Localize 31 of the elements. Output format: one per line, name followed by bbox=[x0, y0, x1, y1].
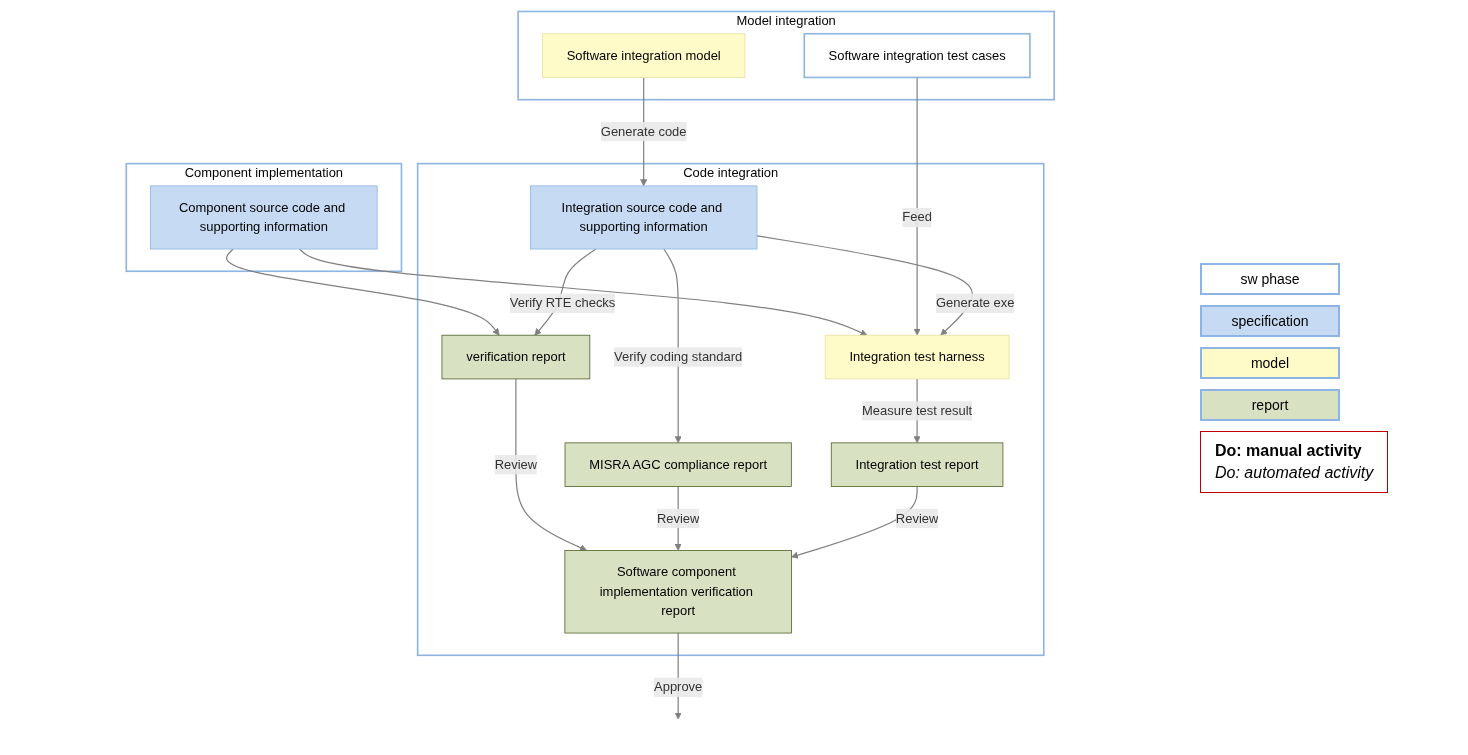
node-box: Software integration test cases bbox=[803, 32, 1031, 79]
edge-label: Measure test result bbox=[861, 403, 972, 418]
arrow bbox=[756, 235, 973, 336]
node-box: Integration source code and supporting information bbox=[529, 185, 758, 250]
node-box: Integration test report bbox=[830, 442, 1004, 487]
edge-label: Review bbox=[895, 511, 939, 525]
legend-swatch: report bbox=[1200, 388, 1340, 421]
edge-label: Generate exe bbox=[935, 295, 1015, 310]
arrow bbox=[790, 485, 918, 559]
edge-label: Approve bbox=[653, 679, 703, 694]
edge-label: Feed bbox=[902, 210, 932, 224]
legend-text: Do: automated activity bbox=[1215, 463, 1374, 482]
legend-text: Do: manual activity bbox=[1215, 441, 1363, 460]
node-box: MISRA AGC compliance report bbox=[564, 442, 792, 487]
legend-swatch: model bbox=[1200, 346, 1340, 379]
arrow bbox=[225, 248, 500, 336]
node-box: verification report bbox=[441, 334, 590, 380]
node-box: Integration test harness bbox=[824, 334, 1010, 380]
legend-swatch: specification bbox=[1200, 304, 1340, 337]
edge-label: Review bbox=[494, 457, 537, 472]
node-box: Software integration model bbox=[541, 33, 746, 78]
legend-swatch: sw phase bbox=[1200, 262, 1340, 295]
edge-label: Verify RTE checks bbox=[509, 295, 616, 310]
edge-label: Review bbox=[656, 511, 700, 525]
arrow bbox=[515, 378, 587, 552]
node-box: Software component implementation verification report bbox=[564, 550, 792, 634]
node-box: Component source code and supporting information bbox=[149, 185, 378, 250]
arrow bbox=[663, 248, 682, 444]
edge-label: Verify coding standard bbox=[613, 349, 742, 364]
edge-label: Generate code bbox=[600, 124, 687, 139]
arrow bbox=[913, 76, 921, 336]
